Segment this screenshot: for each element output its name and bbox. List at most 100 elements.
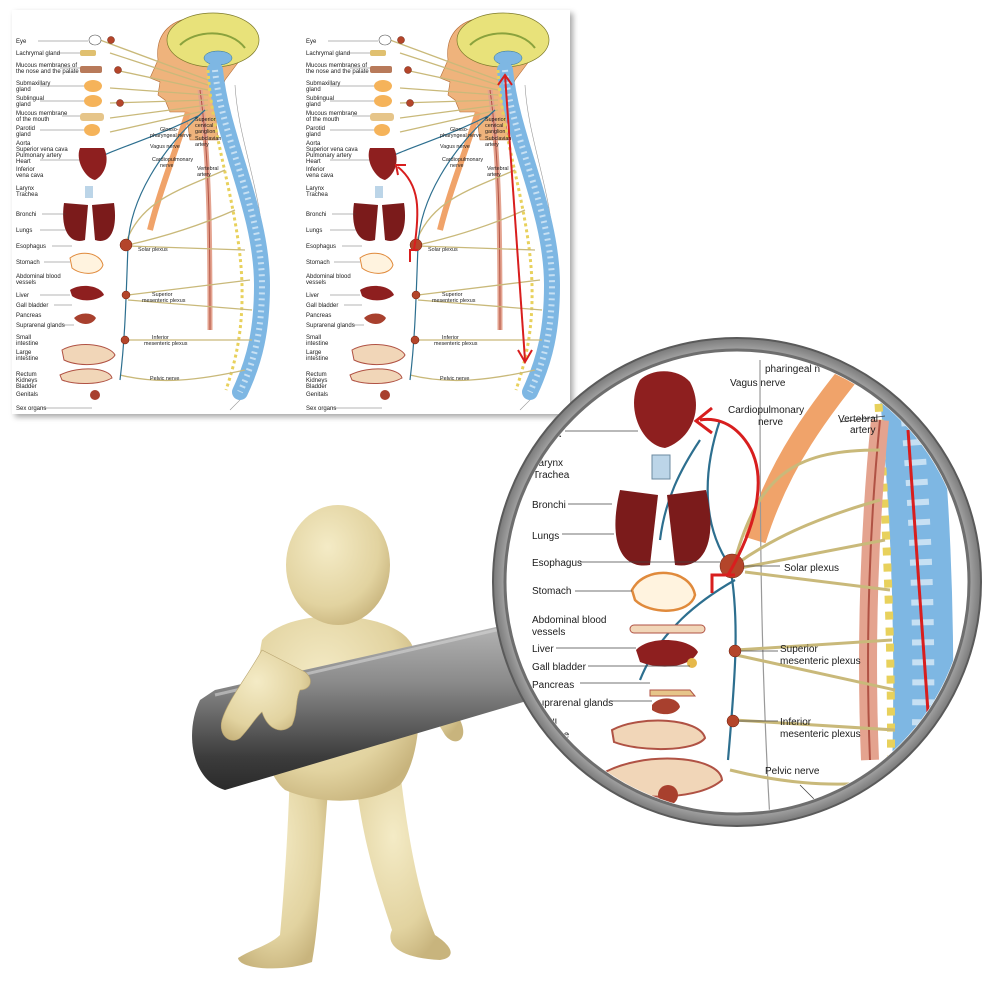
label-large: Large — [16, 350, 32, 356]
label-intestine: intestine — [16, 341, 39, 347]
label-ganglion: ganglion — [485, 129, 505, 135]
label-gland: gland — [16, 87, 31, 93]
label-bronchi: Bronchi — [16, 212, 36, 218]
label-abdominal-blood: Abdominal blood — [16, 274, 61, 280]
label-artery: artery — [485, 142, 499, 148]
label-parotid: Parotid — [306, 126, 325, 132]
label-pharyngeal-nerve: pharyngeal nerve — [150, 133, 192, 139]
label-intestine: intestine — [306, 341, 329, 347]
label-artery: artery — [195, 142, 209, 148]
label-inferior: Inferior — [780, 717, 812, 728]
label-mesenteric-plexus: mesenteric plexus — [142, 298, 186, 304]
label-lachrymal-gland: Lachrymal gland — [16, 51, 60, 57]
label-stomach: Stomach — [532, 586, 571, 597]
label-vena-cava: vena cava — [16, 173, 44, 179]
label-esophagus: Esophagus — [16, 244, 46, 250]
label-stomach: Stomach — [16, 260, 40, 266]
label-suprarenal-glands: Suprarenal glands — [532, 698, 613, 709]
label-aorta: Aorta — [306, 141, 321, 147]
label-stomach: Stomach — [306, 260, 330, 266]
heart — [634, 371, 696, 448]
label-of-the-mouth: of the mouth — [16, 117, 49, 123]
label-gall-bladder: Gall bladder — [532, 662, 587, 673]
label-parotid: Parotid — [16, 126, 35, 132]
ganglia — [397, 36, 423, 345]
label-bladder: Bladder — [306, 384, 327, 390]
label-pelvic-nerve: Pelvic nerve — [765, 766, 820, 777]
label-artery: artery — [487, 172, 501, 178]
label-ganglion: ganglion — [195, 129, 215, 135]
label-mesenteric-plexus: mesenteric plexus — [144, 341, 188, 347]
vertebral-artery — [487, 89, 503, 331]
label-subclavian: Subclavian — [485, 136, 511, 142]
label-cardiopulmonary: Cardiopulmonary — [728, 405, 804, 416]
label-subclavian: Subclavian — [195, 136, 221, 142]
label-cervical: cervical — [195, 123, 213, 129]
label-bronchi: Bronchi — [532, 500, 566, 511]
figure-hand — [220, 649, 311, 741]
label-genitals: Genitals — [16, 392, 38, 398]
label-eye: Eye — [16, 39, 27, 45]
label-the-nose-and-the-palate: the nose and the palate — [16, 69, 79, 75]
lung-left — [615, 490, 658, 566]
label-mucous-membrane: Mucous membrane — [306, 111, 358, 117]
organ-column-left — [59, 34, 116, 400]
label-superior: Superior — [152, 292, 173, 298]
label-nerve: nerve — [758, 417, 783, 428]
label-vagus-nerve: Vagus nerve — [440, 144, 470, 150]
label-pharingeal-n: pharingeal n — [765, 364, 820, 375]
label-cervical: cervical — [485, 123, 503, 129]
label-gland: gland — [16, 132, 31, 138]
label-larynx: Larynx — [16, 186, 34, 192]
label-vena-cava: vena cava — [306, 173, 334, 179]
label-bladder: Bladder — [16, 384, 37, 390]
label-genitals: Genitals — [306, 392, 328, 398]
label-cardiopulmonary: Cardiopulmonary — [152, 157, 193, 163]
label-rectum: Rectum — [306, 372, 327, 378]
label-pancreas: Pancreas — [16, 313, 41, 319]
label-superior: Superior — [485, 117, 506, 123]
red-annotation-arrows — [394, 73, 533, 364]
label-vessels: vessels — [306, 280, 326, 286]
label-sublingual: Sublingual — [16, 96, 44, 102]
label-suprarenal-glands: Suprarenal glands — [16, 323, 65, 329]
label-vessels: vessels — [16, 280, 36, 286]
spine-column — [206, 62, 271, 400]
leader-lines-right — [328, 40, 382, 409]
label-larynx: Larynx — [533, 458, 563, 469]
label-gall-bladder: Gall bladder — [306, 303, 338, 309]
label-bronchi: Bronchi — [306, 212, 326, 218]
esophagus-tube — [437, 111, 481, 231]
label-artery: artery — [850, 425, 876, 436]
label-gland: gland — [306, 102, 321, 108]
label-mesenteric-plexus: mesenteric plexus — [432, 298, 476, 304]
label-liver: Liver — [306, 293, 319, 299]
label-larynx: Larynx — [306, 186, 324, 192]
label-inferior: Inferior — [442, 335, 459, 341]
brain — [166, 12, 260, 68]
label-pharyngeal-nerve: pharyngeal nerve — [440, 133, 482, 139]
label-solar-plexus: Solar plexus — [784, 563, 839, 574]
label-suprarenal-glands: Suprarenal glands — [306, 323, 355, 329]
label-lungs: Lungs — [532, 531, 559, 542]
label-vessels: vessels — [532, 627, 565, 638]
label-trachea: Trachea — [533, 470, 570, 481]
label-mesenteric-plexus: mesenteric plexus — [780, 656, 861, 667]
label-lachrymal-gland: Lachrymal gland — [306, 51, 350, 57]
label-nerve: nerve — [160, 163, 174, 169]
label-small: Small — [16, 335, 31, 341]
label-vagus-nerve: Vagus nerve — [150, 144, 180, 150]
label-superior-vena-cava: Superior vena cava — [16, 147, 68, 153]
stomach — [630, 571, 697, 612]
brain — [456, 12, 550, 68]
label-superior: Superior — [780, 644, 818, 655]
label-rectum: Rectum — [16, 372, 37, 378]
label-pulmonary-artery: Pulmonary artery — [16, 153, 62, 159]
label-aorta: Aorta — [16, 141, 31, 147]
label-pancreas: Pancreas — [306, 313, 331, 319]
label-cardiopulmonary: Cardiopulmonary — [442, 157, 483, 163]
